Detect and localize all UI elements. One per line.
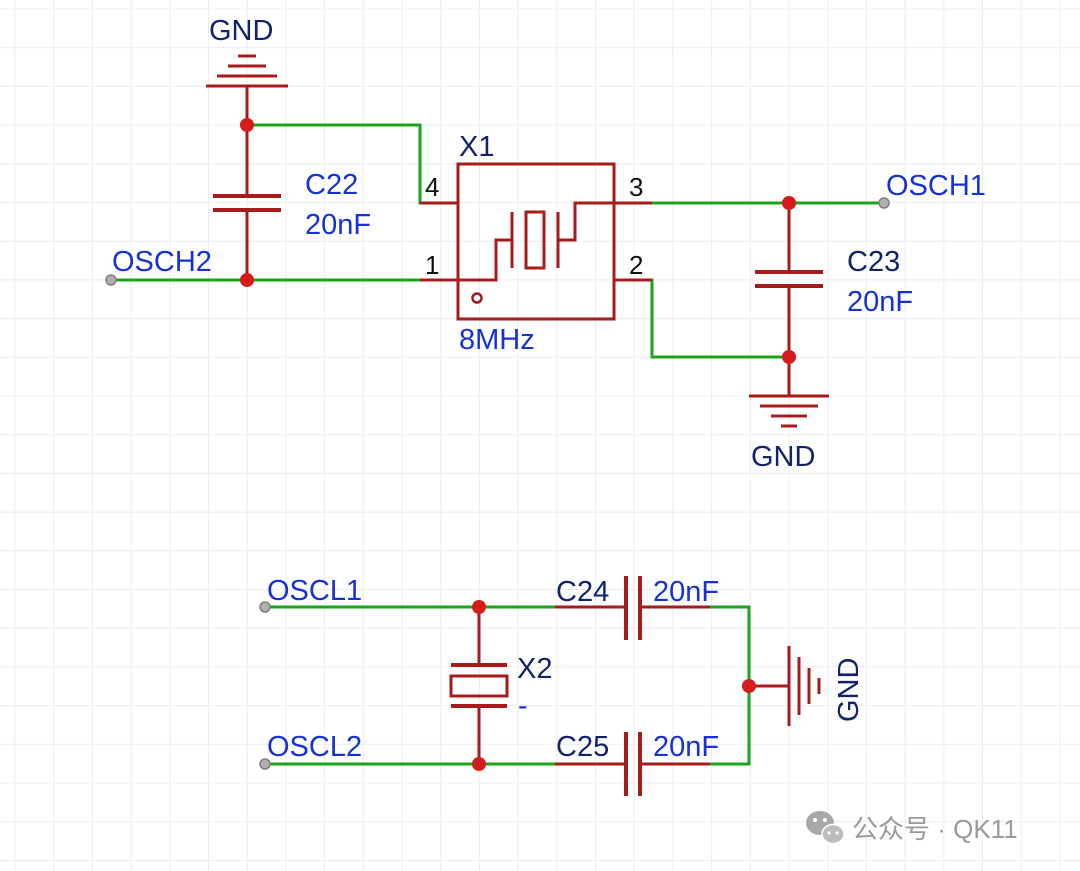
net-label-gnd-top: GND (209, 15, 273, 47)
junction-dot (742, 679, 756, 693)
net-label-osch1: OSCH1 (886, 170, 986, 202)
c23-value: 20nF (847, 286, 913, 318)
net-label-gnd-bottom: GND (833, 658, 865, 722)
x1-pin-4: 4 (425, 172, 439, 202)
c25-value: 20nF (653, 731, 719, 763)
watermark: 公众号 · QK11 (806, 811, 1018, 845)
gnd-symbol-bottom (749, 646, 821, 726)
x1-pin-2: 2 (629, 250, 643, 280)
capacitor-c25 (555, 732, 710, 796)
net-label-oscl2: OSCL2 (267, 731, 362, 763)
junction-dot (782, 196, 796, 210)
junction-dot (240, 273, 254, 287)
crystal-x1 (420, 162, 652, 321)
net-port-oscl1 (259, 601, 271, 613)
net-port-oscl2 (259, 758, 271, 770)
gnd-symbol-mid (749, 357, 829, 428)
watermark-text: 公众号 · QK11 (852, 814, 1018, 844)
net-label-gnd-mid: GND (751, 441, 815, 473)
wechat-icon (806, 811, 845, 845)
x1-pin-3: 3 (629, 172, 643, 202)
net-label-osch2: OSCH2 (112, 246, 212, 278)
c23-ref: C23 (847, 246, 900, 278)
net-port-osch1 (878, 197, 890, 209)
gnd-symbol-top (206, 54, 288, 125)
x2-ref: X2 (517, 653, 552, 685)
junction-dot (782, 350, 796, 364)
c22-value: 20nF (305, 209, 371, 241)
c25-ref: C25 (556, 731, 609, 763)
net-port-osch2 (105, 274, 117, 286)
x2-value: - (518, 690, 528, 722)
net-label-oscl1: OSCL1 (267, 575, 362, 607)
crystal-x2 (449, 607, 509, 764)
capacitor-c23 (755, 203, 823, 357)
junction-dot (472, 600, 486, 614)
c24-ref: C24 (556, 576, 609, 608)
junction-dot (472, 757, 486, 771)
c24-value: 20nF (653, 576, 719, 608)
capacitor-c22 (213, 125, 281, 280)
x1-ref: X1 (459, 131, 494, 163)
x1-pin-1: 1 (425, 250, 439, 280)
junction-dot (240, 118, 254, 132)
c22-ref: C22 (305, 169, 358, 201)
x1-value: 8MHz (459, 324, 535, 356)
capacitor-c24 (555, 576, 710, 640)
